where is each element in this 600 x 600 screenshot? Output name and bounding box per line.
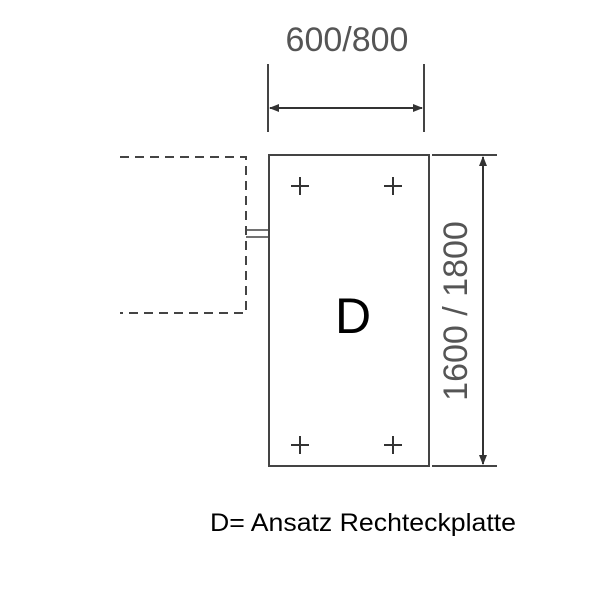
width-dimension-text: 600/800 (286, 21, 409, 59)
adjacent-plate-outline (120, 156, 247, 314)
rectangular-plate-d (268, 154, 430, 467)
length-dimension: 1600 / 1800 (432, 154, 497, 467)
width-dimension: 600/800 (267, 21, 425, 132)
cross-icon (384, 177, 402, 195)
plate-label: D (335, 288, 371, 344)
length-dimension-text: 1600 / 1800 (437, 221, 475, 401)
cross-icon (291, 177, 309, 195)
connector-icon (246, 229, 268, 238)
caption: D= Ansatz Rechteckplatte (210, 509, 516, 537)
cross-icon (291, 436, 309, 454)
mounting-points (291, 177, 402, 454)
cross-icon (384, 436, 402, 454)
